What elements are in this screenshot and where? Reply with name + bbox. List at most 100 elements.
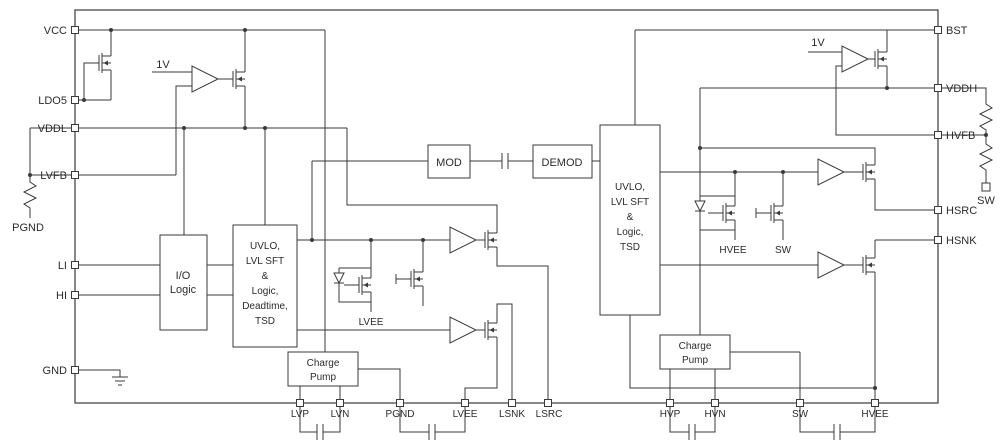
pin-vddh	[934, 84, 942, 92]
resistor-lvfb	[23, 177, 37, 212]
driver-high-source	[817, 158, 845, 186]
uvlo-left-label-6: TSD	[255, 316, 275, 327]
uvlo-left-label-1: UVLO,	[250, 241, 280, 252]
pin-label-hvee: HVEE	[861, 409, 889, 420]
pin-label-gnd: GND	[43, 365, 68, 377]
pin-label-lvfb: LVFB	[40, 170, 67, 182]
charge-pump-right-block	[659, 334, 731, 370]
nmos-clamp-hvee	[715, 195, 736, 231]
nmos-high-sink	[855, 247, 876, 283]
nmos-clamp-lvee	[351, 267, 372, 303]
uvlo-right-label-2: LVL SFT	[611, 197, 649, 208]
uvlo-right-label-5: TSD	[620, 242, 640, 253]
pin-li	[71, 261, 79, 269]
pin-pgnd	[396, 399, 404, 407]
nmos-vddh-reg	[867, 41, 888, 77]
pin-label-lvn: LVN	[331, 409, 350, 420]
pin-hi	[71, 291, 79, 299]
io-logic-label-2: Logic	[170, 284, 197, 296]
pin-gnd	[71, 366, 79, 374]
wires-bottom-external	[299, 403, 876, 433]
pin-label-lvee: LVEE	[453, 409, 478, 420]
pin-hsrc	[934, 206, 942, 214]
cap-lvp-lvn	[316, 423, 324, 441]
driver-low-sink	[449, 316, 477, 344]
pin-squares	[71, 26, 991, 407]
pin-label-hsrc: HSRC	[946, 205, 977, 217]
pin-label-vddl: VDDL	[38, 123, 67, 135]
nmos-vddl-reg	[225, 61, 246, 97]
pin-lvee	[461, 399, 469, 407]
cap-pgnd-lvee	[428, 423, 436, 441]
charge-pump-left-block	[287, 351, 359, 387]
uvlo-right-label-1: UVLO,	[615, 182, 645, 193]
label-1v-left: 1V	[156, 59, 170, 71]
pin-label-vcc: VCC	[44, 25, 67, 37]
label-sw-external: SW	[977, 195, 995, 207]
pin-vddl	[71, 124, 79, 132]
resistor-hvfb-top	[979, 99, 993, 134]
pin-bst	[934, 26, 942, 34]
label-hvee-net: HVEE	[719, 245, 747, 256]
pin-label-lvp: LVP	[291, 409, 309, 420]
pin-hvn	[711, 399, 719, 407]
pin-hvfb	[934, 131, 942, 139]
mod-label: MOD	[436, 157, 462, 169]
cap-hvp-hvn	[688, 423, 696, 441]
pin-lvp	[296, 399, 304, 407]
uvlo-left-label-4: Logic,	[252, 286, 279, 297]
wires-right	[629, 29, 987, 403]
pin-label-li: LI	[58, 260, 67, 272]
pin-ldo5	[71, 96, 79, 104]
junction-dots	[28, 28, 988, 390]
pin-lvfb	[71, 171, 79, 179]
uvlo-left-label-5: Deadtime,	[242, 301, 288, 312]
pin-lsrc	[544, 399, 552, 407]
wires-left-center	[29, 29, 600, 403]
pin-lsnk	[508, 399, 516, 407]
pin-label-hi: HI	[56, 290, 67, 302]
pin-label-sw: SW	[792, 409, 809, 420]
uvlo-right-label-4: Logic,	[617, 227, 644, 238]
io-logic-label-1: I/O	[176, 270, 191, 282]
uvlo-left-label-2: LVL SFT	[246, 256, 284, 267]
charge-pump-left-label-1: Charge	[307, 358, 340, 369]
driver-low-source	[449, 226, 477, 254]
pin-label-vddh: VDDH	[946, 83, 977, 95]
demod-block	[532, 144, 593, 179]
nmos-clamp-sw	[763, 195, 784, 231]
ic-boundary	[74, 9, 939, 404]
label-lvee-net: LVEE	[359, 317, 384, 328]
pin-sw-external	[981, 182, 991, 192]
pin-label-lsrc: LSRC	[536, 409, 563, 420]
cap-sw-hvee	[833, 423, 841, 441]
pin-label-lsnk: LSNK	[499, 409, 525, 420]
pin-label-bst: BST	[946, 25, 968, 37]
driver-high-sink	[817, 251, 845, 279]
amp-1v-right	[841, 45, 869, 73]
uvlo-left-block	[232, 224, 298, 348]
pin-label-pgnd: PGND	[386, 409, 415, 420]
pin-labels: VCC LDO5 VDDL LVFB LI HI GND BST VDDH HV…	[38, 25, 978, 420]
nmos-ldo5	[91, 45, 112, 81]
pin-label-hvp: HVP	[660, 409, 681, 420]
pin-vcc	[71, 26, 79, 34]
isolation-capacitor	[501, 152, 509, 170]
pin-lvn	[336, 399, 344, 407]
label-pgnd-external: PGND	[12, 222, 44, 234]
charge-pump-left-label-2: Pump	[310, 372, 337, 383]
resistor-hvfb-bottom	[979, 139, 993, 174]
nmos-clamp-lvee2	[403, 261, 424, 297]
clamp-diode-hvee	[694, 195, 706, 221]
charge-pump-right-label-1: Charge	[679, 341, 712, 352]
function-blocks: I/O Logic UVLO, LVL SFT & Logic, Deadtim…	[159, 124, 731, 387]
demod-label: DEMOD	[542, 157, 583, 169]
pin-label-hsnk: HSNK	[946, 235, 977, 247]
uvlo-right-block	[599, 124, 661, 316]
nmos-low-sink	[477, 312, 498, 348]
label-1v-right: 1V	[811, 37, 825, 49]
nmos-low-source	[477, 222, 498, 258]
pin-hvp	[666, 399, 674, 407]
